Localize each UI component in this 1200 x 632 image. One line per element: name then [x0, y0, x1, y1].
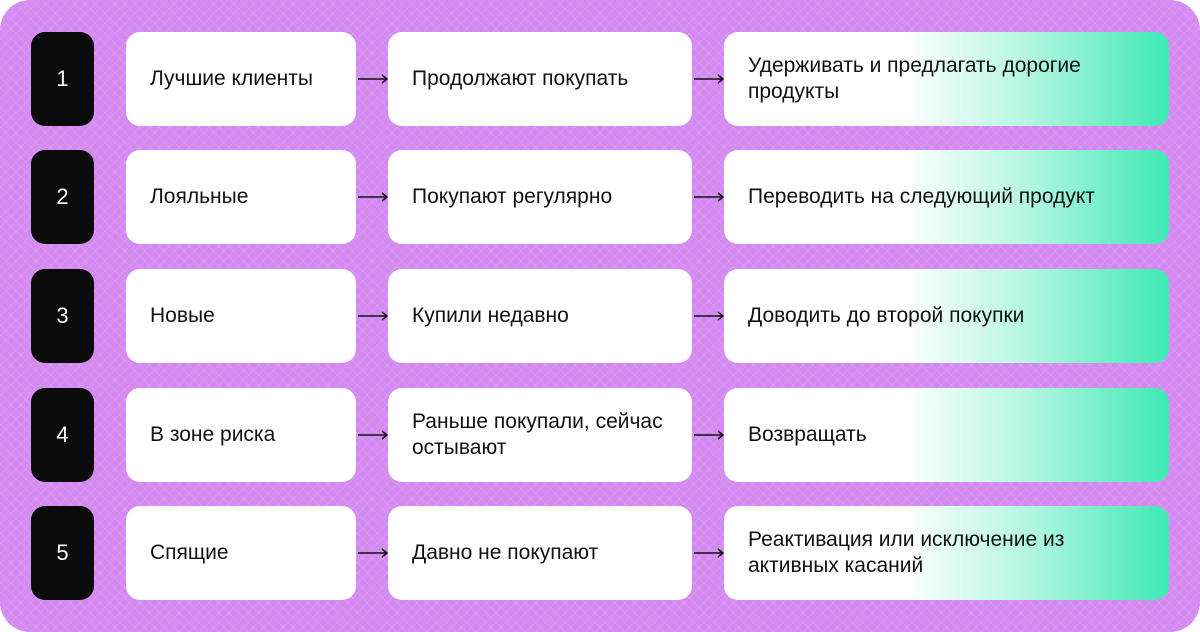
behavior-card-2: Покупают регулярно	[388, 150, 692, 244]
row-number-1: 1	[31, 32, 94, 126]
arrow-right-icon	[358, 548, 389, 558]
arrow-right-icon	[358, 430, 389, 440]
action-card-1: Удерживать и предлагать дорогие продукты	[724, 32, 1169, 126]
arrow-right-icon	[694, 548, 725, 558]
segment-card-5: Спящие	[126, 506, 356, 600]
row-number-3: 3	[31, 269, 94, 363]
arrow-right-icon	[694, 192, 725, 202]
arrow-right-icon	[694, 430, 725, 440]
behavior-card-3: Купили недавно	[388, 269, 692, 363]
action-card-4: Возвращать	[724, 388, 1169, 482]
action-card-2: Переводить на следующий продукт	[724, 150, 1169, 244]
behavior-card-4: Раньше покупали, сейчас остывают	[388, 388, 692, 482]
segment-card-1: Лучшие клиенты	[126, 32, 356, 126]
arrow-right-icon	[694, 311, 725, 321]
arrow-right-icon	[694, 74, 725, 84]
arrow-right-icon	[358, 74, 389, 84]
action-card-5: Реактивация или исключение из активных к…	[724, 506, 1169, 600]
row-number-4: 4	[31, 388, 94, 482]
segment-card-4: В зоне риска	[126, 388, 356, 482]
segment-card-3: Новые	[126, 269, 356, 363]
arrow-right-icon	[358, 311, 389, 321]
row-number-2: 2	[31, 150, 94, 244]
row-number-5: 5	[31, 506, 94, 600]
arrow-right-icon	[358, 192, 389, 202]
action-card-3: Доводить до второй покупки	[724, 269, 1169, 363]
behavior-card-1: Продолжают покупать	[388, 32, 692, 126]
segment-card-2: Лояльные	[126, 150, 356, 244]
behavior-card-5: Давно не покупают	[388, 506, 692, 600]
